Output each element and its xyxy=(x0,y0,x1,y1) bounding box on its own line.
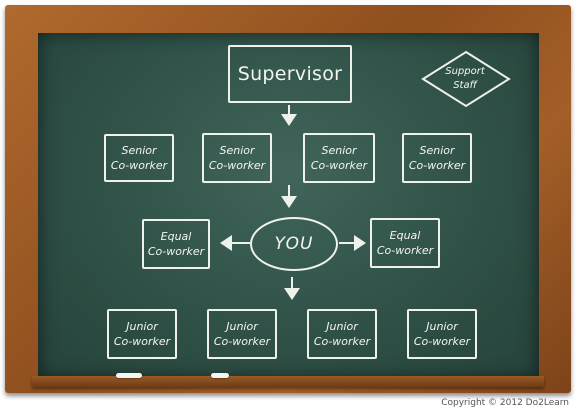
chalk-ledge xyxy=(32,376,544,387)
junior-coworker-box: Junior Co-worker xyxy=(207,309,277,359)
junior-coworker-box: Junior Co-worker xyxy=(107,309,177,359)
chalk-piece xyxy=(116,373,142,378)
senior-coworker-box: Senior Co-worker xyxy=(104,134,174,182)
support-staff-diamond xyxy=(421,50,511,108)
you-ellipse: YOU xyxy=(250,217,338,271)
senior-coworker-box: Senior Co-worker xyxy=(303,133,375,183)
support-staff-label: Support Staff xyxy=(445,66,485,91)
junior-coworker-box: Junior Co-worker xyxy=(407,309,477,359)
supervisor-box: Supervisor xyxy=(228,45,352,103)
junior-coworker-box: Junior Co-worker xyxy=(307,309,377,359)
equal-coworker-box: Equal Co-worker xyxy=(370,218,440,268)
chalk-piece xyxy=(211,373,229,378)
senior-coworker-box: Senior Co-worker xyxy=(202,133,272,183)
copyright-text: Copyright © 2012 Do2Learn xyxy=(441,398,569,408)
senior-coworker-box: Senior Co-worker xyxy=(402,133,472,183)
equal-coworker-box: Equal Co-worker xyxy=(142,219,210,269)
